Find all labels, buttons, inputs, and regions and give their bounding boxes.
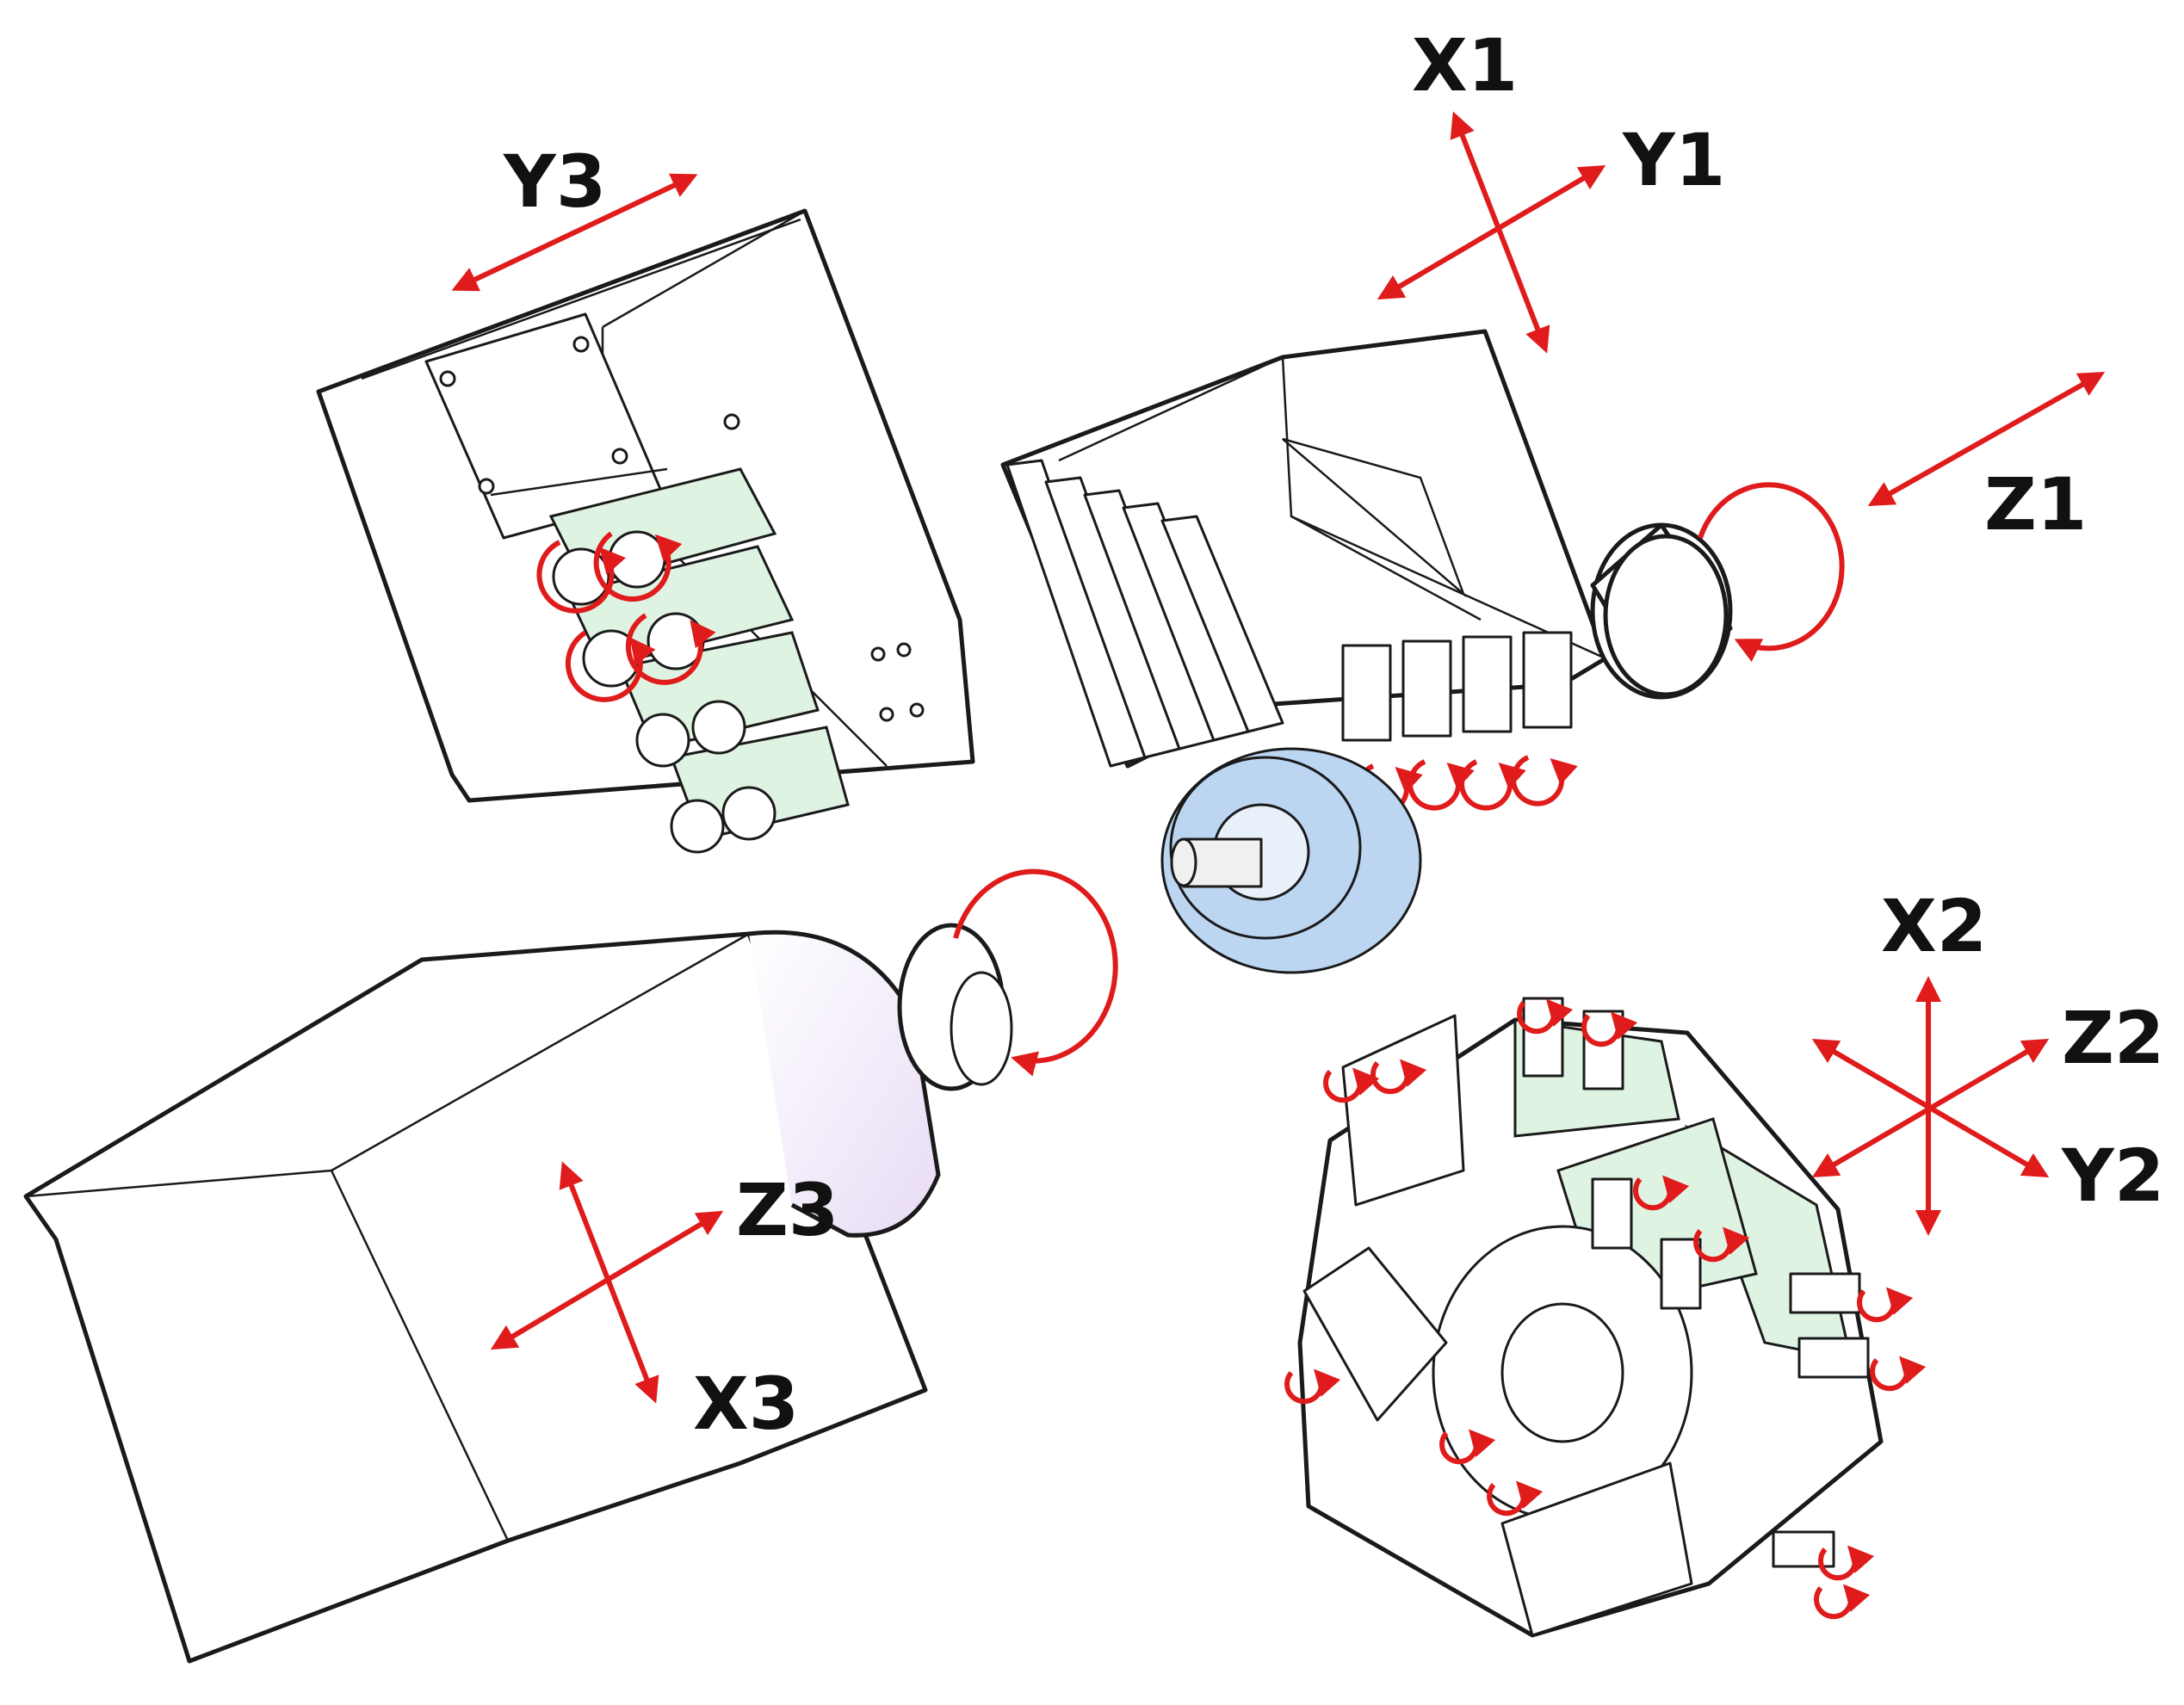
axis-z1: Z1 xyxy=(1867,372,2106,547)
label-x2: X2 xyxy=(1881,884,1987,968)
lower-left-headstock xyxy=(23,868,1118,1664)
axis-x1-y1: X1 Y1 xyxy=(1377,23,1725,354)
label-y2: Y2 xyxy=(2061,1134,2164,1218)
axis-x2-z2-y2: X2 Z2 Y2 xyxy=(1811,884,2164,1236)
rotation-arrows-turret xyxy=(1284,998,1927,1620)
live-tools-row xyxy=(1341,631,1573,742)
label-x1: X1 xyxy=(1412,23,1518,108)
upper-right-tool-post xyxy=(1000,329,1845,974)
upper-left-tool-post xyxy=(316,208,975,854)
z1-rotation-arrow xyxy=(1698,482,1845,663)
gang-tool-blades xyxy=(1005,459,1284,768)
z3-rotation-arrow xyxy=(953,868,1118,1077)
axis-z3-x3: Z3 X3 xyxy=(490,1161,838,1446)
label-y3: Y3 xyxy=(503,139,606,224)
axis-y3: Y3 xyxy=(451,139,698,292)
lower-right-turret xyxy=(1284,997,1927,1638)
rotation-arrows-upper-left xyxy=(536,531,716,702)
label-z1: Z1 xyxy=(1984,462,2087,547)
label-z3: Z3 xyxy=(736,1168,838,1252)
label-z2: Z2 xyxy=(2062,996,2164,1080)
label-x3: X3 xyxy=(693,1362,799,1446)
blue-spindle-flange xyxy=(1160,747,1422,974)
label-y1: Y1 xyxy=(1622,118,1725,202)
